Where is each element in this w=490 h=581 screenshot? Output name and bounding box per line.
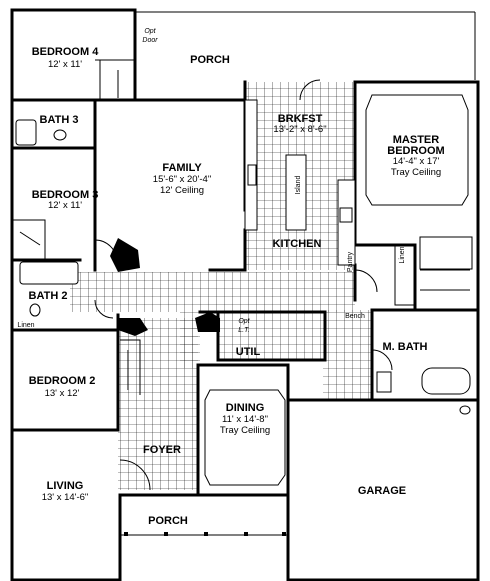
linen-bath2-label: Linen — [17, 322, 34, 329]
garage-name: GARAGE — [358, 485, 406, 497]
pantry-label: Pantry — [347, 251, 354, 272]
bedroom2-dim: 13' x 12' — [45, 388, 80, 399]
kitchen-fixtures — [244, 99, 356, 266]
bath3-name: BATH 3 — [40, 114, 79, 126]
opt-lt-line2: L.T. — [238, 327, 249, 334]
tile-floor — [70, 82, 372, 490]
island-label: Island — [295, 176, 302, 195]
tray-ceilings — [204, 94, 469, 486]
master-note: Tray Ceiling — [391, 167, 441, 178]
porch-bottom-slab — [120, 532, 288, 536]
bath-fixtures — [15, 119, 473, 415]
opt-door-line1: Opt — [144, 28, 156, 35]
brkfst-dim: 13'-2" x 8'-6" — [273, 124, 326, 135]
porch-bottom-label: PORCH — [148, 515, 188, 527]
living-dim: 13' x 14'-6" — [42, 492, 89, 503]
foyer-name: FOYER — [143, 444, 181, 456]
bedroom4-dim: 12' x 11' — [48, 59, 82, 70]
linen-master-label: Linen — [399, 246, 406, 263]
master-dim: 14'-4" x 17' — [393, 156, 440, 167]
kitchen-name: KITCHEN — [273, 238, 322, 250]
family-note: 12' Ceiling — [160, 185, 204, 196]
bath2-name: BATH 2 — [29, 290, 68, 302]
bedroom3-name: BEDROOM 3 — [32, 189, 99, 201]
living-name: LIVING — [47, 480, 84, 492]
mbath-name: M. BATH — [382, 341, 427, 353]
bedroom2-name: BEDROOM 2 — [29, 375, 96, 387]
bedroom3-dim: 12' x 11' — [48, 200, 82, 211]
opt-lt-line1: Opt — [238, 318, 250, 325]
family-dim: 15'-6" x 20'-4" — [153, 174, 211, 185]
dining-dim: 11' x 14'-8" — [222, 414, 268, 425]
family-name: FAMILY — [162, 162, 202, 174]
closets — [12, 59, 470, 395]
bedroom4-name: BEDROOM 4 — [32, 46, 100, 58]
opt-door-line2: Door — [142, 37, 158, 44]
door-swings — [94, 79, 393, 491]
porch-top-slab — [135, 11, 476, 80]
porch-top-label: PORCH — [190, 54, 230, 66]
bench-label: Bench — [345, 313, 365, 320]
master-name-2: BEDROOM — [387, 145, 444, 157]
dining-name: DINING — [226, 402, 265, 414]
exterior-walls — [10, 8, 480, 581]
master-name-1: MASTER — [393, 134, 440, 146]
brkfst-name: BRKFST — [278, 113, 323, 125]
dining-note: Tray Ceiling — [220, 425, 270, 436]
structural-posts — [110, 238, 220, 336]
util-name: UTIL — [236, 346, 261, 358]
